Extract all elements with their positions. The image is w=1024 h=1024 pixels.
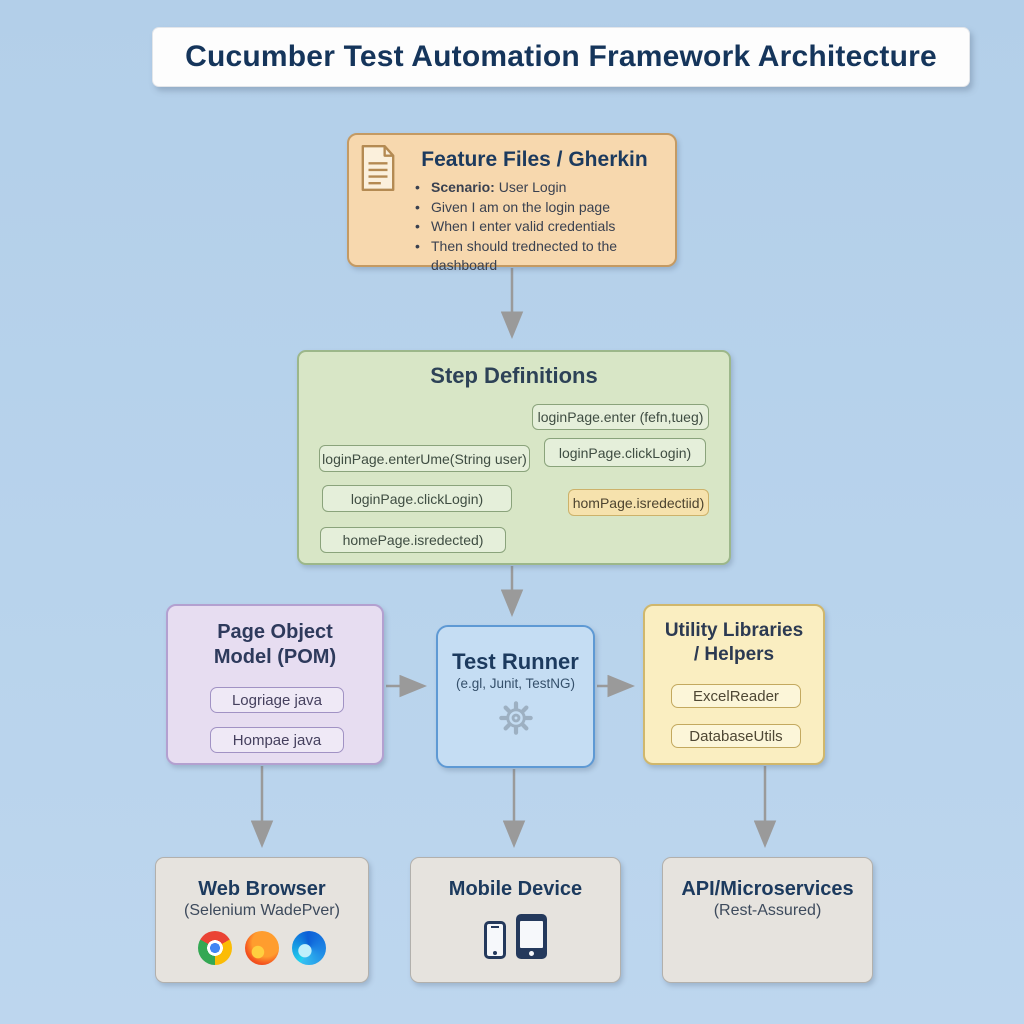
phone-icons-row (411, 914, 620, 959)
step-definitions-box: Step Definitions loginPage.enter (fefn,t… (297, 350, 731, 565)
chrome-icon (198, 931, 232, 965)
test-runner-subtitle: (e.gl, Junit, TestNG) (455, 676, 576, 691)
test-runner-title: Test Runner (452, 649, 579, 674)
pom-class-item: Logriage java (210, 687, 344, 713)
step-definitions-title: Step Definitions (430, 363, 598, 388)
web-browser-subtitle: (Selenium WadePver) (184, 902, 340, 919)
step-method-item-highlighted: homPage.isredectiid) (568, 489, 709, 516)
feature-files-box: Feature Files / Gherkin Scenario: User L… (347, 133, 677, 273)
page-object-model-box: Page Object Model (POM) Logriage java Ho… (166, 604, 384, 765)
edge-icon (292, 931, 326, 965)
test-runner-box: Test Runner (e.gl, Junit, TestNG) (436, 625, 595, 768)
firefox-icon (245, 931, 279, 965)
gherkin-line-given: Given I am on the login page (415, 198, 675, 218)
phone-small-icon (484, 921, 506, 959)
utility-libraries-box: Utility Libraries / Helpers ExcelReader … (643, 604, 825, 765)
feature-files-title: Feature Files / Gherkin (421, 148, 648, 171)
api-subtitle: (Rest-Assured) (713, 902, 822, 919)
api-microservices-box: API/Microservices (Rest-Assured) (662, 857, 873, 983)
gear-icon (438, 696, 593, 740)
phone-large-icon (516, 914, 547, 959)
api-title: API/Microservices (681, 878, 854, 900)
gherkin-scenario-list: Scenario: User Login Given I am on the l… (349, 178, 675, 276)
mobile-device-title: Mobile Device (448, 878, 583, 900)
pom-title: Page Object Model (POM) (213, 621, 337, 668)
browser-icons-row (156, 931, 368, 965)
diagram-title-bar: Cucumber Test Automation Framework Archi… (152, 27, 970, 87)
page-title: Cucumber Test Automation Framework Archi… (185, 40, 937, 73)
web-browser-box: Web Browser (Selenium WadePver) (155, 857, 369, 983)
step-method-item: loginPage.enter (fefn,tueg) (532, 404, 709, 430)
step-method-item: loginPage.enterUme(String user) (319, 445, 530, 472)
step-method-item: homePage.isredected) (320, 527, 506, 553)
utility-item: ExcelReader (671, 684, 801, 708)
pom-class-item: Hompae java (210, 727, 344, 753)
mobile-device-box: Mobile Device (410, 857, 621, 983)
utility-item: DatabaseUtils (671, 724, 801, 748)
gherkin-line-scenario: Scenario: User Login (415, 178, 675, 198)
web-browser-title: Web Browser (198, 878, 326, 900)
gherkin-line-when: When I enter valid credentials (415, 217, 675, 237)
document-icon (359, 144, 397, 197)
utility-title: Utility Libraries / Helpers (664, 620, 804, 665)
gherkin-line-then: Then should trednected to the dashboard (415, 237, 675, 276)
step-method-item: loginPage.clickLogin) (544, 438, 706, 467)
step-method-item: loginPage.clickLogin) (322, 485, 512, 512)
